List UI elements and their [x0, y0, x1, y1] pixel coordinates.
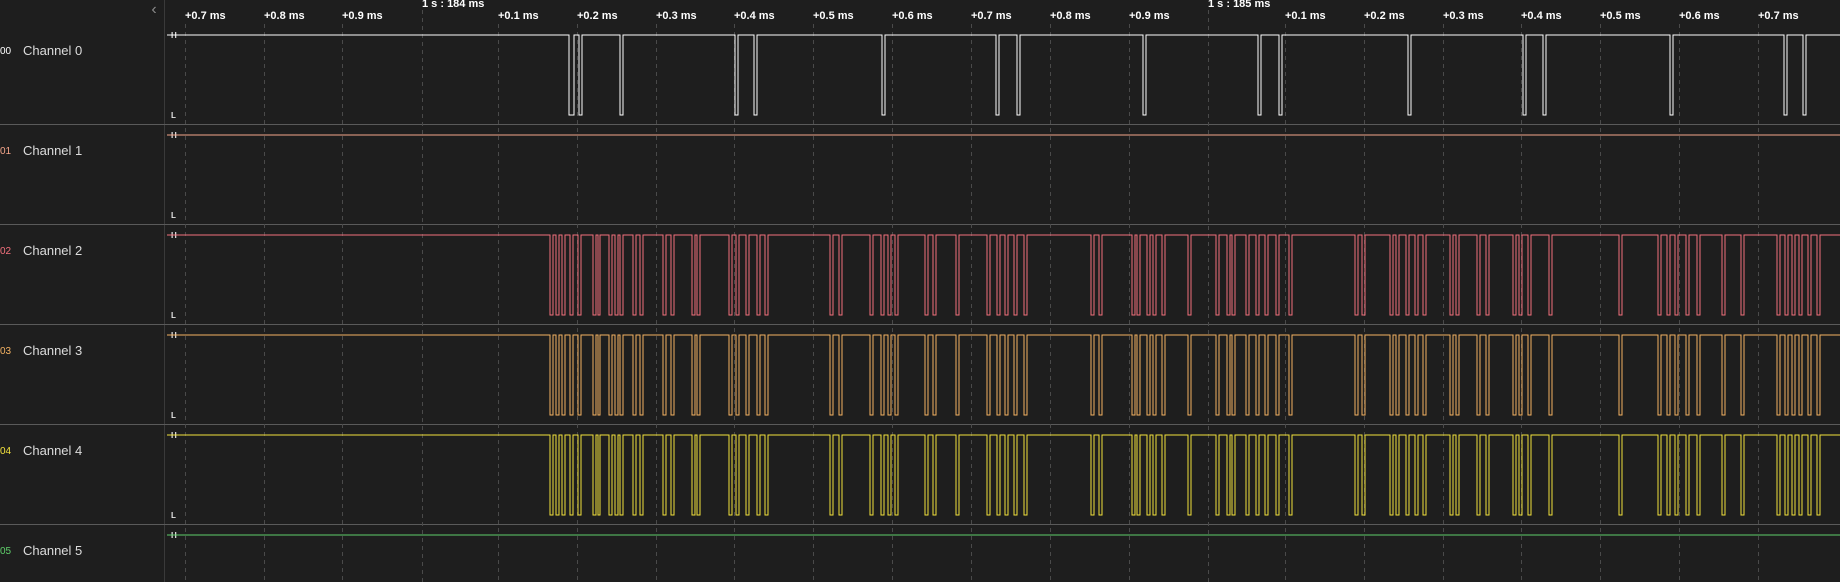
- channel-index: 02: [0, 246, 12, 257]
- row-divider: [0, 224, 1840, 225]
- row-divider: [0, 524, 1840, 525]
- waveform-trace: [167, 234, 1840, 316]
- channel-name[interactable]: Channel 3: [23, 343, 83, 358]
- ruler-tick-label: +0.6 ms: [892, 10, 933, 22]
- low-level-label: L: [171, 411, 176, 420]
- waveforms: HL HL HL HL HL H: [167, 31, 1840, 540]
- ruler-tick-label: +0.3 ms: [656, 10, 697, 22]
- collapse-sidebar-chevron-icon[interactable]: ‹: [151, 1, 157, 18]
- waveform-trace: [167, 34, 1840, 116]
- channel-name[interactable]: Channel 2: [23, 243, 83, 258]
- channel-row[interactable]: 05 Channel 5: [0, 500, 165, 582]
- channel-name[interactable]: Channel 1: [23, 143, 83, 158]
- channel-index: 01: [0, 146, 12, 157]
- row-divider: [0, 124, 1840, 125]
- waveform-trace: [167, 334, 1840, 416]
- channel-index: 00: [0, 46, 12, 57]
- channel-waveform: HL: [167, 331, 1840, 420]
- ruler-tick-label: +0.5 ms: [813, 10, 854, 22]
- channel-index: 03: [0, 346, 12, 357]
- channel-row[interactable]: 00 Channel 0: [0, 0, 165, 100]
- ruler-tick-label: +0.6 ms: [1679, 10, 1720, 22]
- ruler-tick-label: +0.7 ms: [971, 10, 1012, 22]
- ruler-tick-label: +0.9 ms: [342, 10, 383, 22]
- channel-row[interactable]: 01 Channel 1: [0, 100, 165, 200]
- channel-row[interactable]: 02 Channel 2: [0, 200, 165, 300]
- channel-name[interactable]: Channel 0: [23, 43, 83, 58]
- low-level-label: L: [171, 211, 176, 220]
- channel-name[interactable]: Channel 5: [23, 543, 83, 558]
- ruler-tick-label: +0.2 ms: [577, 10, 618, 22]
- channel-waveform: H: [167, 531, 1840, 540]
- channel-waveform: HL: [167, 31, 1840, 120]
- ruler-tick-label: +0.2 ms: [1364, 10, 1405, 22]
- low-level-label: L: [171, 311, 176, 320]
- time-ruler[interactable]: +0.7 ms +0.8 ms +0.9 ms +0.1 ms +0.2 ms +0.3 …: [185, 0, 1799, 22]
- ruler-tick-label: +0.9 ms: [1129, 10, 1170, 22]
- channel-index: 04: [0, 446, 12, 457]
- ruler-tick-label: +0.4 ms: [734, 10, 775, 22]
- channel-waveform: HL: [167, 431, 1840, 520]
- row-divider: [0, 424, 1840, 425]
- waveform-trace: [167, 434, 1840, 516]
- channel-index: 05: [0, 546, 12, 557]
- low-level-label: L: [171, 111, 176, 120]
- ruler-tick-label: +0.3 ms: [1443, 10, 1484, 22]
- ruler-marker-label: 1 s : 185 ms: [1208, 0, 1270, 10]
- ruler-tick-label: +0.1 ms: [498, 10, 539, 22]
- channel-row[interactable]: 04 Channel 4: [0, 400, 165, 500]
- ruler-tick-label: +0.5 ms: [1600, 10, 1641, 22]
- low-level-label: L: [171, 511, 176, 520]
- channel-sidebar: ‹ 00 Channel 0 01 Channel 1 02 Channel 2…: [0, 0, 165, 582]
- ruler-marker-label: 1 s : 184 ms: [422, 0, 484, 10]
- ruler-tick-label: +0.1 ms: [1285, 10, 1326, 22]
- ruler-tick-label: +0.7 ms: [1758, 10, 1799, 22]
- ruler-tick-label: +0.7 ms: [185, 10, 226, 22]
- channel-name[interactable]: Channel 4: [23, 443, 83, 458]
- ruler-tick-label: +0.8 ms: [1050, 10, 1091, 22]
- channel-waveform: HL: [167, 231, 1840, 320]
- ruler-tick-label: +0.8 ms: [264, 10, 305, 22]
- channel-row[interactable]: 03 Channel 3: [0, 300, 165, 400]
- ruler-tick-label: +0.4 ms: [1521, 10, 1562, 22]
- channel-waveform: HL: [167, 131, 1840, 220]
- row-divider: [0, 324, 1840, 325]
